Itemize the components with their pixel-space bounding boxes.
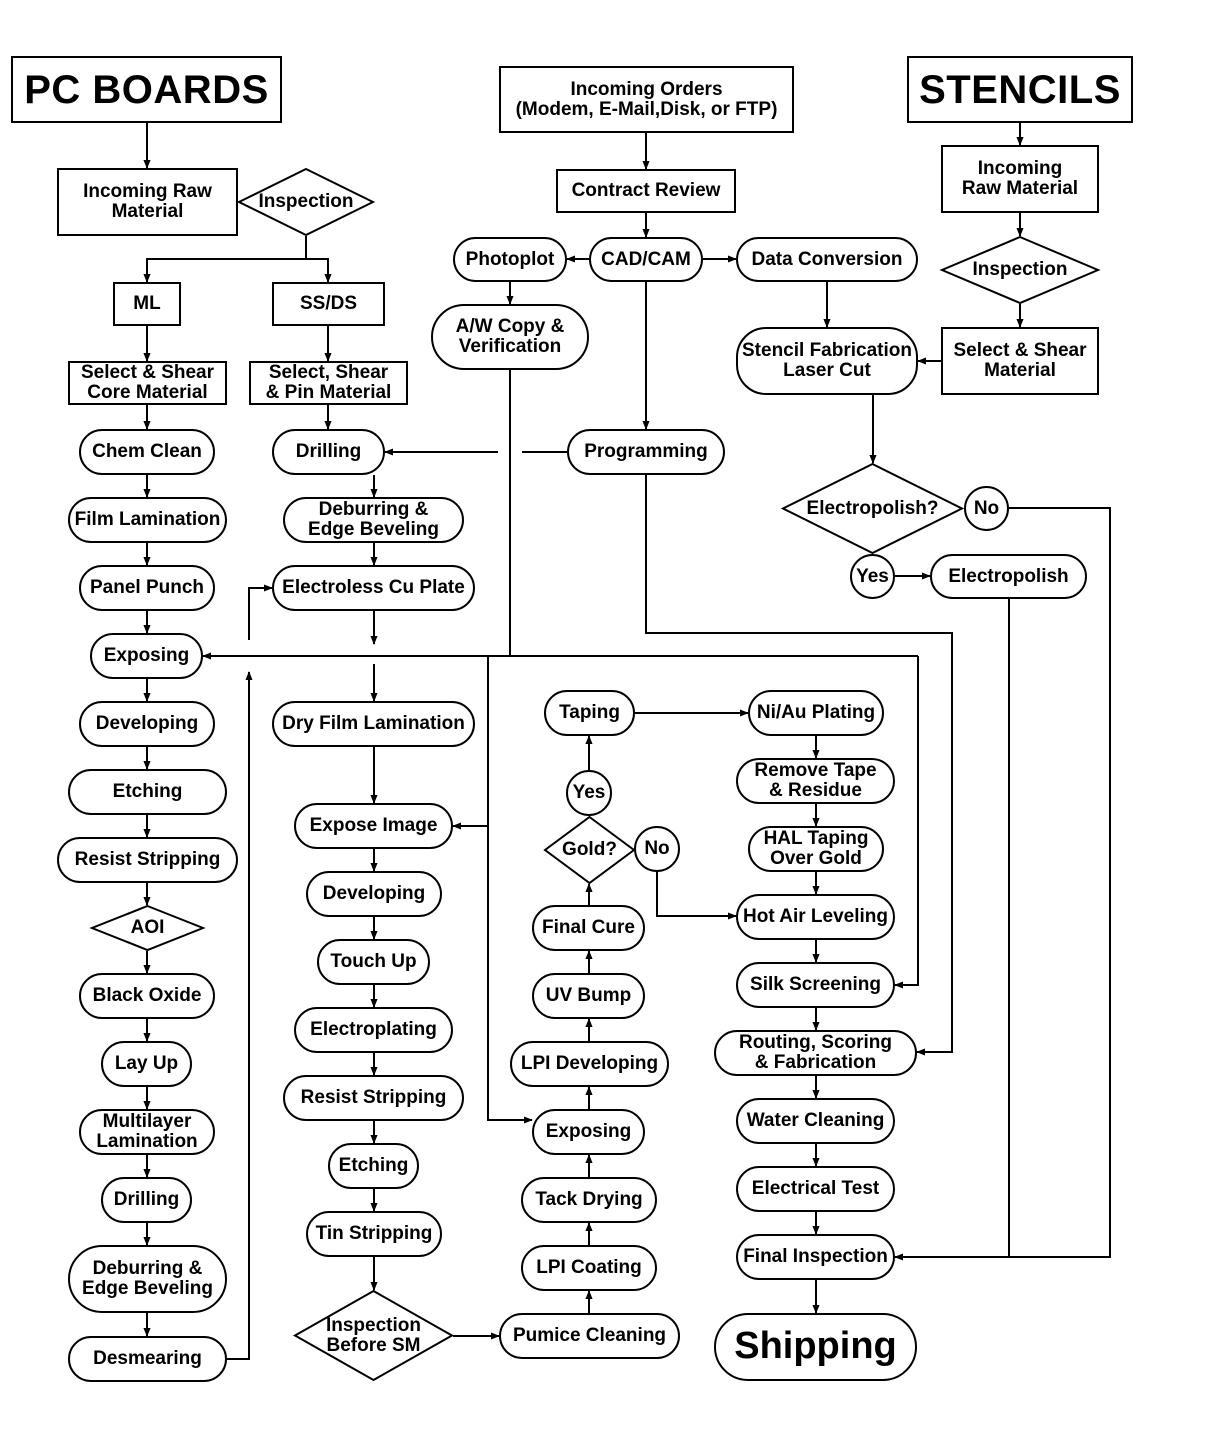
expose-image-node: Expose Image [294,803,453,849]
connector-48 [487,826,533,1124]
final-cure-node: Final Cure [532,905,645,951]
hal-taping-node: HAL Taping Over Gold [748,826,884,872]
ml-panel-punch-node: Panel Punch [79,565,215,611]
ml-resist-stripping-node: Resist Stripping [57,837,238,883]
ssds-select-shear-box: Select, Shear & Pin Material [249,361,408,405]
connector-19 [227,671,253,1360]
electropolish-node: Electropolish [930,554,1087,599]
electroplating-node: Electroplating [294,1007,453,1053]
ssds-box: SS/DS [272,282,385,326]
ssds-drilling-node: Drilling [272,429,385,475]
ml-chem-clean-node: Chem Clean [79,429,215,475]
pumice-cleaning-node: Pumice Cleaning [499,1313,680,1359]
photoplot-node: Photoplot [453,237,567,282]
pc-boards-header: PC BOARDS [11,56,282,123]
hot-air-leveling-node: Hot Air Leveling [736,894,895,940]
ml-exposing-node: Exposing [90,633,203,679]
connector-35 [248,584,273,640]
remove-tape-node: Remove Tape & Residue [736,758,895,804]
ml-film-lamination-node: Film Lamination [68,497,227,543]
electropolish-yes-circle: Yes [850,554,895,599]
aoi-label: AOI [130,917,165,939]
inspection-before-sm-diamond: Inspection Before SM [292,1289,455,1382]
ssds-developing-node: Developing [306,871,442,917]
programming-node: Programming [567,429,725,475]
tack-drying-node: Tack Drying [521,1177,657,1223]
connector-50 [645,475,953,1056]
data-conversion-node: Data Conversion [736,237,918,282]
shipping-node: Shipping [714,1313,917,1381]
ml-deburring-node: Deburring & Edge Beveling [68,1245,227,1313]
stencils-header: STENCILS [907,56,1133,123]
gold-diamond: Gold? [543,815,636,885]
gold-no-circle: No [634,826,680,872]
gold-yes-circle: Yes [566,770,612,816]
pcb-inspection-label: Inspection [258,191,354,213]
sm-exposing-node: Exposing [532,1109,645,1155]
routing-node: Routing, Scoring & Fabrication [714,1030,917,1076]
silk-screening-node: Silk Screening [736,962,895,1008]
stencil-fabrication-node: Stencil Fabrication Laser Cut [736,327,918,395]
inspection-before-sm-label: Inspection Before SM [325,1314,421,1356]
ml-black-oxide-node: Black Oxide [79,973,215,1019]
ml-select-shear-box: Select & Shear Core Material [68,361,227,405]
connector-2 [143,236,307,283]
ml-multilayer-lamination-node: Multilayer Lamination [79,1109,215,1155]
connector-60 [656,872,737,920]
contract-review-box: Contract Review [556,169,736,213]
stencil-inspection-label: Inspection [972,259,1068,281]
ml-developing-node: Developing [79,701,215,747]
stencil-select-shear-box: Select & Shear Material [941,327,1099,395]
connector-49 [894,656,919,989]
ml-etching-node: Etching [68,769,227,815]
electropolish-question-diamond: Electropolish? [780,462,965,555]
tin-stripping-node: Tin Stripping [306,1211,442,1257]
dry-film-lamination-node: Dry Film Lamination [272,701,475,747]
pcb-incoming-raw-box: Incoming Raw Material [57,168,238,236]
aw-copy-node: A/W Copy & Verification [431,304,589,370]
cad-cam-node: CAD/CAM [589,237,703,282]
aoi-diamond: AOI [89,904,206,952]
ml-desmearing-node: Desmearing [68,1336,227,1382]
connector-3 [306,258,332,283]
water-cleaning-node: Water Cleaning [736,1098,895,1144]
lpi-coating-node: LPI Coating [521,1245,657,1291]
electrical-test-node: Electrical Test [736,1166,895,1212]
electropolish-question-label: Electropolish? [806,497,939,519]
ml-drilling-node: Drilling [101,1177,192,1223]
stencil-inspection-diamond: Inspection [939,235,1101,305]
ssds-etching-node: Etching [328,1143,419,1189]
ml-lay-up-node: Lay Up [101,1041,192,1087]
uv-bump-node: UV Bump [532,973,645,1019]
ml-box: ML [113,282,181,326]
pcb-inspection-diamond: Inspection [236,167,376,237]
electropolish-no-circle: No [964,486,1009,531]
connector-76 [894,507,1111,1261]
electroless-cu-node: Electroless Cu Plate [272,565,475,611]
taping-node: Taping [544,690,635,736]
final-inspection-node: Final Inspection [736,1234,895,1280]
niau-plating-node: Ni/Au Plating [748,690,884,736]
touch-up-node: Touch Up [317,939,430,985]
lpi-developing-node: LPI Developing [510,1041,669,1087]
stencil-incoming-raw-box: Incoming Raw Material [941,145,1099,213]
ssds-deburring-node: Deburring & Edge Beveling [283,497,464,543]
gold-label: Gold? [562,839,617,861]
incoming-orders-box: Incoming Orders (Modem, E-Mail,Disk, or … [499,66,794,133]
ssds-resist-stripping-node: Resist Stripping [283,1075,464,1121]
